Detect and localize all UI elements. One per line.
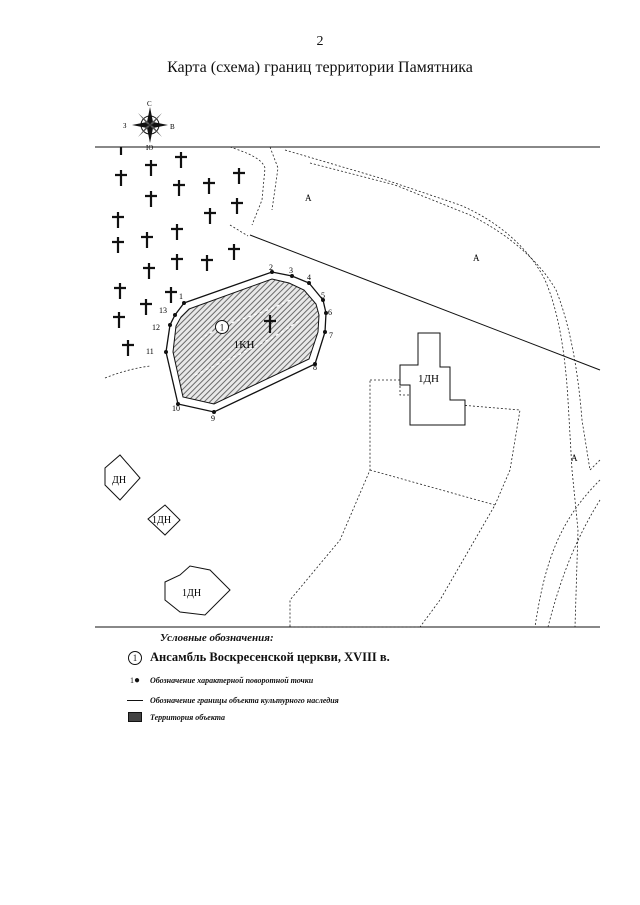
lot-line	[249, 234, 601, 371]
land-plot	[289, 379, 521, 628]
point-label-10: 10	[172, 404, 180, 413]
point-label-6: 6	[328, 308, 332, 317]
point-label-9: 9	[211, 414, 215, 423]
point-label-8: 8	[313, 363, 317, 372]
compass-east-label: В	[170, 123, 175, 131]
monument-circle-icon: 1	[128, 650, 142, 665]
point-marker-icon: 1●	[129, 675, 141, 686]
zone-label-a-3: А	[571, 453, 578, 463]
compass-rose: С Ю З В	[123, 100, 175, 152]
point-label-2: 2	[269, 263, 273, 272]
building-label-1dn-bottom: 1ДН	[182, 588, 201, 599]
building-1dn-small	[147, 504, 181, 536]
cemetery-crosses	[112, 147, 245, 356]
point-label-4: 4	[307, 273, 311, 282]
monument-code-label: 1КН	[234, 339, 255, 351]
monument-number: 1	[220, 323, 225, 333]
zone-label-a-2: А	[473, 253, 480, 263]
compass-south-label: Ю	[146, 144, 153, 152]
legend-title: Условные обозначения:	[160, 632, 274, 644]
monument-number-circle	[215, 320, 229, 334]
legend-item-text: Обозначение характерной поворотной точки	[150, 676, 314, 685]
building-1dn-right	[399, 332, 466, 426]
road-lines	[104, 146, 601, 628]
compass-west-label: З	[123, 122, 127, 130]
building-label-1dn-right: 1ДН	[418, 373, 439, 385]
building-label-1dn-small: 1ДН	[152, 515, 171, 526]
point-label-12: 12	[152, 323, 160, 332]
boundary-map: С Ю З В	[95, 100, 601, 628]
page-number: 2	[316, 34, 324, 49]
point-label-13: 13	[159, 306, 167, 315]
legend-item-point: 1● Обозначение характерной поворотной то…	[120, 675, 313, 686]
point-label-3: 3	[289, 266, 293, 275]
point-label-11: 11	[146, 347, 154, 356]
point-label-5: 5	[321, 291, 325, 300]
legend-item-territory: Территория объекта	[120, 712, 225, 722]
building-dn-left	[104, 454, 141, 501]
boundary-line-icon	[127, 700, 143, 701]
point-label-1: 1	[179, 292, 183, 301]
map-title: Карта (схема) границ территории Памятник…	[167, 59, 473, 76]
monument-territory	[172, 278, 320, 405]
building-1dn-bottom	[164, 565, 231, 616]
building-label-dn-left: ДН	[112, 475, 126, 486]
point-label-7: 7	[329, 331, 333, 340]
compass-north-label: С	[147, 100, 152, 108]
legend-item-monument: 1 Ансамбль Воскресенской церкви, XVIII в…	[120, 650, 390, 665]
boundary-points	[164, 270, 328, 414]
legend-item-boundary: Обозначение границы объекта культурного …	[120, 696, 339, 705]
legend-item-text: Обозначение границы объекта культурного …	[150, 696, 339, 705]
legend-item-text: Территория объекта	[150, 712, 226, 722]
territory-fill-icon	[128, 712, 142, 722]
zone-label-a-1: А	[305, 193, 312, 203]
legend-item-text: Ансамбль Воскресенской церкви, XVIII в.	[150, 650, 390, 664]
